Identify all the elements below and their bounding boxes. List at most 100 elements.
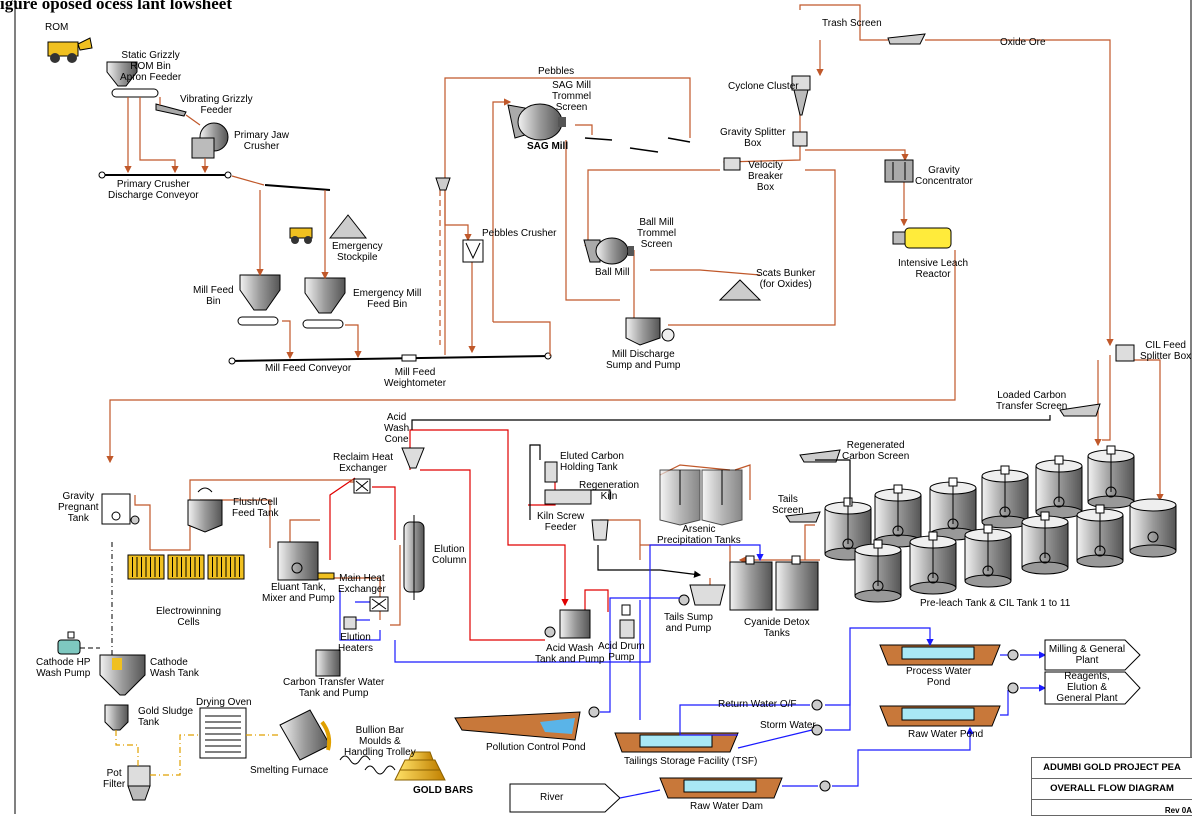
mill-discharge-sump xyxy=(626,318,674,345)
cil-feed-splitter-box xyxy=(1116,345,1134,361)
pebble-cone xyxy=(436,178,450,190)
cil-tank xyxy=(982,466,1028,528)
smelting-furnace xyxy=(280,710,330,760)
velocity-breaker-box xyxy=(724,158,740,170)
label-ball-mill: Ball Mill xyxy=(595,267,629,278)
label-primary-conveyor: Primary Crusher Discharge Conveyor xyxy=(108,179,199,201)
label-elution-column: Elution Column xyxy=(432,544,466,566)
raw-water-pond xyxy=(880,706,1000,726)
mill-feed-bin xyxy=(238,275,280,325)
label-process-water-pond: Process Water Pond xyxy=(906,666,971,688)
label-regeneration-kiln: Regeneration Kiln xyxy=(579,480,639,502)
label-gravity-splitter: Gravity Splitter Box xyxy=(720,127,786,149)
raw-water-dam xyxy=(660,778,782,798)
label-loaded-carbon: Loaded Carbon Transfer Screen xyxy=(996,390,1067,412)
cil-tank xyxy=(910,532,956,594)
cil-tank xyxy=(855,540,901,602)
label-reclaim-heat: Reclaim Heat Exchanger xyxy=(333,452,393,474)
label-eluted-carbon: Eluted Carbon Holding Tank xyxy=(560,451,624,473)
label-acid-wash-tank: Acid Wash Tank and Pump xyxy=(535,643,605,665)
label-bullion: Bullion Bar Moulds & Handling Trolley xyxy=(344,725,416,758)
electrowinning-cells xyxy=(128,555,244,579)
label-regenerated-carbon: Regenerated Carbon Screen xyxy=(842,440,909,462)
label-cil-feed-splitter: CIL Feed Splitter Box xyxy=(1140,340,1191,362)
emergency-stockpile xyxy=(330,215,366,238)
pollution-control-pond xyxy=(455,707,599,740)
label-storm-water: Storm Water xyxy=(760,720,816,731)
label-electrowinning: Electrowinning Cells xyxy=(156,606,221,628)
label-vibrating-grizzly: Vibrating Grizzly Feeder xyxy=(180,94,253,116)
label-gold-bars: GOLD BARS xyxy=(413,785,473,796)
label-pebbles: Pebbles xyxy=(538,66,574,77)
eluted-carbon-holding-tank xyxy=(545,462,557,482)
label-cyclone-cluster: Cyclone Cluster xyxy=(728,81,799,92)
label-emergency-mill-feed-bin: Emergency Mill Feed Bin xyxy=(353,288,421,310)
elution-heaters xyxy=(344,617,356,629)
cil-tank xyxy=(875,485,921,547)
rom-loader-icon xyxy=(48,38,92,63)
tails-sump xyxy=(679,585,725,605)
label-tsf: Tailings Storage Facility (TSF) xyxy=(624,756,757,767)
label-sag-trommel: SAG Mill Trommel Screen xyxy=(552,80,591,113)
trash-screen xyxy=(888,34,925,44)
label-intensive-leach: Intensive Leach Reactor xyxy=(898,258,968,280)
cil-tanks xyxy=(825,446,1176,602)
primary-jaw-crusher xyxy=(192,123,228,158)
label-ball-mill-trommel: Ball Mill Trommel Screen xyxy=(637,217,676,250)
cil-tank xyxy=(1077,505,1123,567)
acid-drum-pump xyxy=(620,605,634,638)
flush-cell-feed-tank xyxy=(188,488,222,532)
label-emergency-stockpile: Emergency Stockpile xyxy=(332,241,383,263)
sag-trommel-screen xyxy=(585,138,690,152)
ew-cell xyxy=(168,555,204,579)
label-mill-feed-bin: Mill Feed Bin xyxy=(193,285,234,307)
cil-tank xyxy=(1130,499,1176,557)
title-block-drawing: OVERALL FLOW DIAGRAM xyxy=(1032,779,1192,800)
label-cathode-wash: Cathode Wash Tank xyxy=(150,657,199,679)
label-raw-water-dam: Raw Water Dam xyxy=(690,801,763,812)
title-block: ADUMBI GOLD PROJECT PEA OVERALL FLOW DIA… xyxy=(1031,757,1192,816)
bullion-moulds xyxy=(340,756,395,774)
label-oxide-ore: Oxide Ore xyxy=(1000,37,1046,48)
cyanide-detox-tanks xyxy=(730,556,818,610)
label-mill-discharge: Mill Discharge Sump and Pump xyxy=(606,349,681,371)
label-tails-screen: Tails Screen xyxy=(772,494,804,516)
gravity-splitter-box xyxy=(793,132,807,146)
title-block-project: ADUMBI GOLD PROJECT PEA xyxy=(1032,758,1192,779)
gravity-concentrator xyxy=(885,160,913,182)
label-static-grizzly: Static Grizzly ROM Bin Apron Feeder xyxy=(120,50,181,83)
cil-tank xyxy=(1022,512,1068,574)
reclaim-heat-exchanger xyxy=(354,479,370,493)
elution-column xyxy=(404,515,424,600)
label-drying-oven: Drying Oven xyxy=(196,697,252,708)
eluant-tank xyxy=(278,542,334,580)
label-acid-wash-cone: Acid Wash Cone xyxy=(384,412,409,445)
label-trash-screen: Trash Screen xyxy=(822,18,882,29)
acid-wash-tank xyxy=(545,610,590,638)
drying-oven xyxy=(200,708,246,758)
river-box xyxy=(510,784,620,812)
label-kiln-screw: Kiln Screw Feeder xyxy=(537,511,584,533)
gold-sludge-tank xyxy=(105,705,128,730)
intensive-leach-reactor xyxy=(893,228,951,248)
label-scats-bunker: Scats Bunker (for Oxides) xyxy=(756,268,815,290)
cil-tank xyxy=(930,478,976,540)
label-river: River xyxy=(540,792,563,803)
emergency-mill-feed-bin xyxy=(303,278,345,328)
label-pollution-pond: Pollution Control Pond xyxy=(486,742,586,753)
tailings-storage-facility xyxy=(615,733,738,752)
label-reagents: Reagents, Elution & General Plant xyxy=(1046,671,1128,704)
label-elution-heaters: Elution Heaters xyxy=(338,632,373,654)
label-cathode-hp: Cathode HP Wash Pump xyxy=(36,657,90,679)
main-heat-exchanger xyxy=(370,597,388,611)
cil-tank xyxy=(965,525,1011,587)
label-milling-general: Milling & General Plant xyxy=(1046,644,1128,666)
label-pebbles-crusher: Pebbles Crusher xyxy=(482,228,556,239)
pot-filter xyxy=(128,766,150,800)
cil-tank xyxy=(1088,446,1134,508)
cathode-wash-tank xyxy=(100,655,145,695)
label-cyanide-detox: Cyanide Detox Tanks xyxy=(744,617,810,639)
label-pre-leach: Pre-leach Tank & CIL Tank 1 to 11 xyxy=(920,598,1070,609)
label-tails-sump: Tails Sump and Pump xyxy=(664,612,713,634)
label-gold-sludge: Gold Sludge Tank xyxy=(138,706,193,728)
